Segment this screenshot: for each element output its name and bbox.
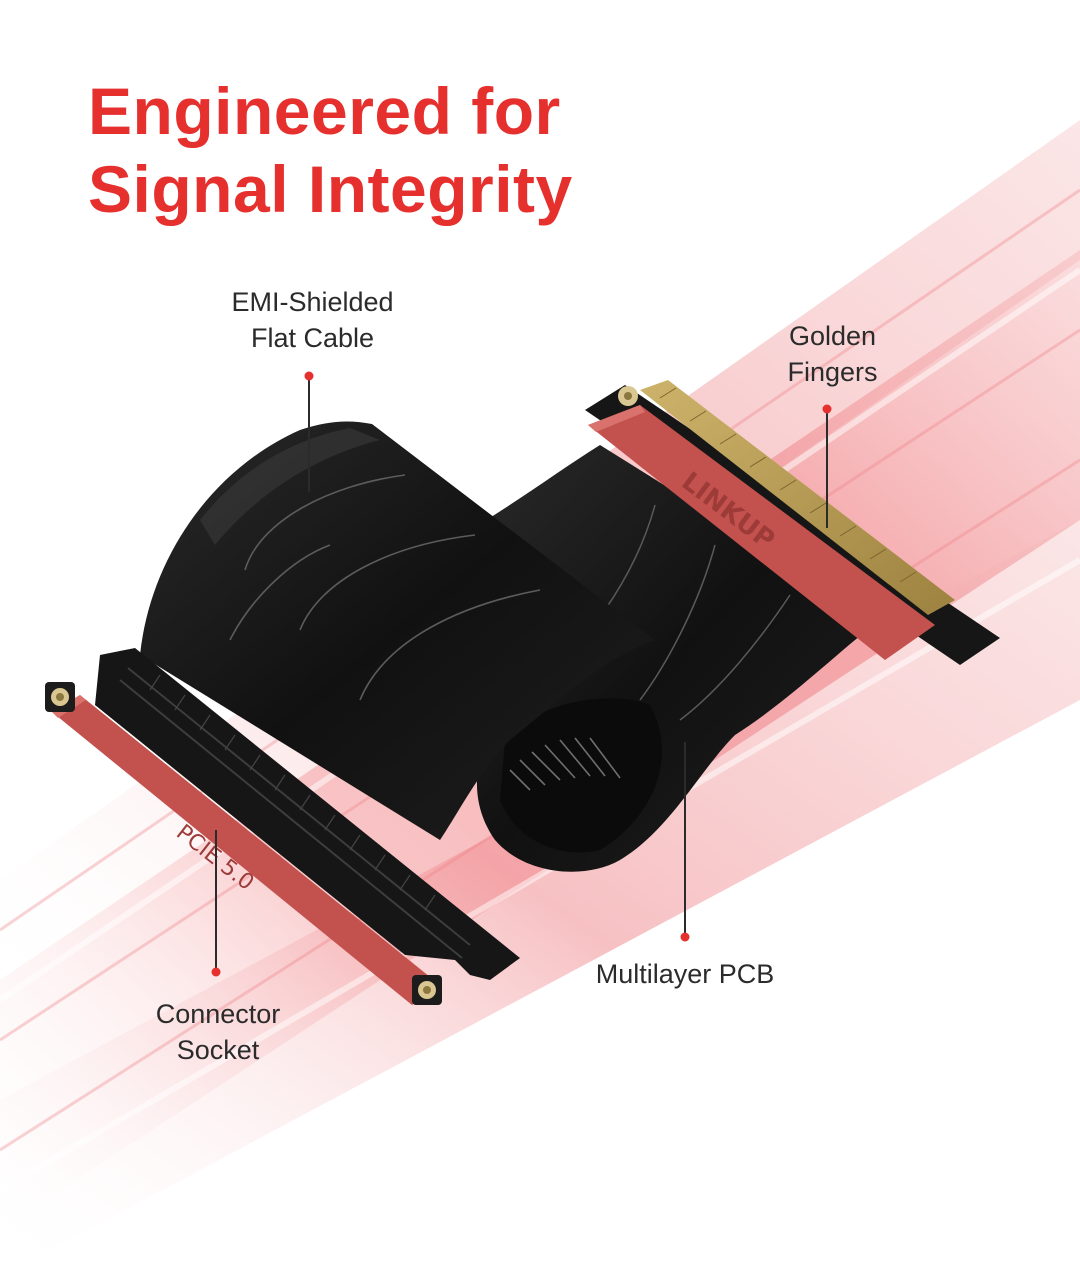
callout-dot-icon — [211, 967, 221, 977]
callout-text: Flat Cable — [250, 323, 375, 353]
mounting-screw-icon — [45, 682, 75, 712]
callout-dot-icon — [822, 404, 832, 414]
callout-multilayer-pcb: Multilayer PCB — [575, 956, 795, 992]
callout-text: Multilayer PCB — [595, 959, 775, 989]
mounting-screw-icon — [618, 386, 638, 406]
flat-cable — [140, 421, 880, 872]
callout-text: Connector — [155, 999, 281, 1029]
headline: Engineered for Signal Integrity — [88, 72, 573, 228]
callout-text: EMI-Shielded — [231, 287, 394, 317]
callout-dot-icon — [304, 371, 314, 381]
mounting-screw-icon — [412, 975, 442, 1005]
callout-connector-socket: Connector Socket — [128, 996, 308, 1068]
headline-line-2: Signal Integrity — [88, 152, 573, 226]
callout-emi-shielded-cable: EMI-Shielded Flat Cable — [205, 284, 420, 356]
callout-golden-fingers: Golden Fingers — [760, 318, 905, 390]
callout-text: Golden — [788, 321, 877, 351]
connector-socket-part: PCIE 5.0 — [45, 648, 520, 1005]
callout-text: Fingers — [787, 357, 878, 387]
callout-lines — [215, 376, 828, 972]
callout-text: Socket — [176, 1035, 260, 1065]
headline-line-1: Engineered for — [88, 74, 561, 148]
callout-dot-icon — [680, 932, 690, 942]
callout-dots — [211, 371, 832, 977]
